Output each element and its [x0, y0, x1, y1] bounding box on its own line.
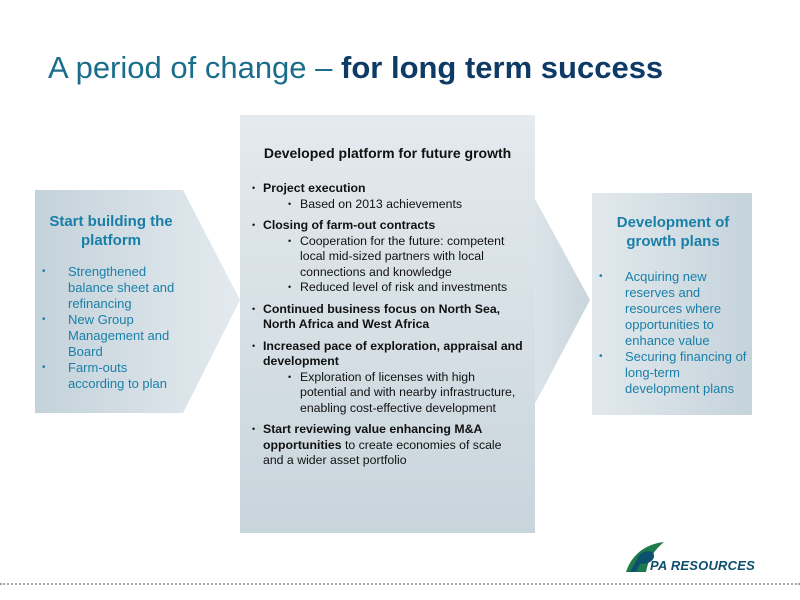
list-item: Increased pace of exploration, appraisal… [252, 339, 523, 417]
item-rest: to create economies of scale and a wider… [263, 437, 502, 468]
center-chevron-tip [530, 190, 590, 413]
pa-resources-logo-icon [626, 542, 664, 572]
item-bold: Continued business focus on North Sea, N… [263, 301, 501, 332]
item-bold: Project execution [263, 181, 366, 195]
list-item: Closing of farm-out contracts Cooperatio… [252, 218, 523, 296]
footer-dotted-divider [0, 583, 800, 585]
sub-list-item: Based on 2013 achievements [263, 197, 523, 213]
list-item: Farm-outs according to plan [36, 360, 186, 392]
list-item: New Group Management and Board [36, 312, 186, 360]
center-box-title: Developed platform for future growth [263, 145, 512, 161]
slide-title: A period of change – for long term succe… [48, 50, 663, 86]
item-bold: Increased pace of exploration, appraisal… [263, 338, 523, 369]
left-box-title: Start building the platform [49, 213, 173, 249]
list-item: Start reviewing value enhancing M&A oppo… [252, 422, 523, 469]
left-box-list: Strengthened balance sheet and refinanci… [36, 264, 186, 392]
sub-list: Based on 2013 achievements [263, 197, 523, 213]
sub-list: Exploration of licenses with high potent… [263, 370, 523, 417]
sub-list-item: Reduced level of risk and investments [263, 280, 523, 296]
right-box-title: Development of growth plans [616, 214, 730, 250]
item-bold: Closing of farm-out contracts [263, 218, 436, 232]
sub-list-item: Cooperation for the future: competent lo… [263, 234, 523, 281]
sub-list: Cooperation for the future: competent lo… [263, 234, 523, 296]
list-item: Strengthened balance sheet and refinanci… [36, 264, 186, 312]
title-bold: for long term success [341, 50, 664, 85]
right-box-list: Acquiring new reserves and resources whe… [593, 269, 753, 397]
list-item: Acquiring new reserves and resources whe… [593, 269, 753, 349]
list-item: Securing financing of long-term developm… [593, 349, 753, 397]
developed-platform-box: Developed platform for future growth Pro… [240, 115, 535, 533]
list-item: Project execution Based on 2013 achievem… [252, 181, 523, 212]
start-building-box: Start building the platform Strengthened… [36, 192, 186, 412]
center-box-list: Project execution Based on 2013 achievem… [252, 181, 523, 469]
item-bold: Start reviewing value enhancing M&A oppo… [263, 422, 482, 452]
logo-wordmark: PA RESOURCES [650, 558, 755, 573]
sub-list-item: Exploration of licenses with high potent… [263, 370, 523, 417]
growth-plans-box: Development of growth plans Acquiring ne… [593, 193, 753, 415]
title-regular: A period of change – [48, 50, 342, 85]
list-item: Continued business focus on North Sea, N… [252, 302, 523, 333]
